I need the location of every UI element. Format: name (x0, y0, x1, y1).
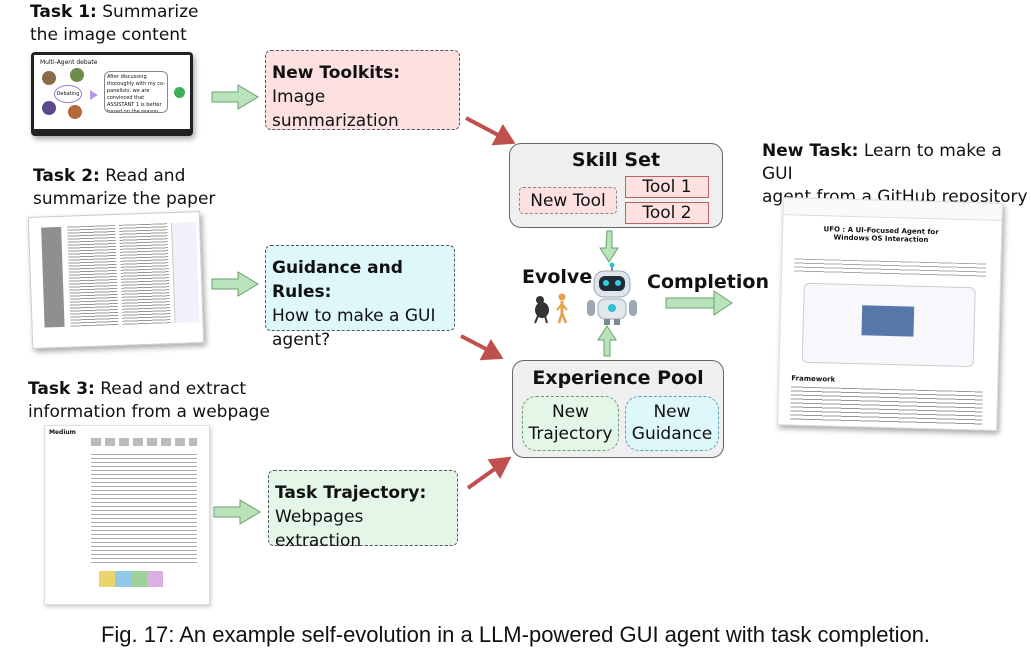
task-3-line2: information from a webpage (28, 402, 270, 422)
tool-1-pill: Tool 1 (625, 176, 709, 198)
red-arrowhead-icon (487, 456, 512, 480)
red-arrowhead-icon (479, 339, 504, 361)
article-figure (99, 571, 163, 587)
arrow-icon (90, 90, 98, 100)
trajectory-box: Task Trajectory: Webpages extraction (268, 470, 458, 551)
red-arrow-icon (460, 334, 489, 352)
new-task-prefix: New Task: (762, 141, 859, 161)
green-arrow-down-icon (599, 230, 619, 263)
red-arrow-icon (466, 466, 498, 490)
new-guidance-line1: New (653, 402, 691, 422)
figure-caption: Fig. 17: An example self-evolution in a … (100, 622, 931, 647)
green-arrow-up-icon (597, 325, 617, 357)
task-1-line1: Summarize (96, 2, 199, 22)
task-2-prefix: Task 2: (33, 166, 100, 186)
task-1-prefix: Task 1: (30, 2, 97, 22)
new-guidance-pill: New Guidance (625, 396, 719, 451)
green-arrow-icon (665, 297, 715, 309)
agent-avatar-icon (68, 105, 82, 119)
guidance-box: Guidance and Rules: How to make a GUI ag… (265, 245, 455, 350)
skill-set-title: Skill Set (571, 149, 661, 171)
check-icon (174, 87, 185, 98)
task-2-line2: summarize the paper (33, 189, 216, 209)
new-tool-pill: New Tool (519, 187, 617, 214)
agent-avatar-icon (70, 68, 84, 82)
completion-label: Completion (647, 271, 769, 293)
guidance-title: Guidance and Rules: (272, 258, 403, 302)
trajectory-body: Webpages extraction (275, 507, 364, 551)
new-trajectory-line1: New (551, 402, 590, 422)
task-3-prefix: Task 3: (28, 379, 95, 399)
guidance-body-line1: How to make a GUI (272, 306, 436, 326)
task-3-thumbnail: Medium (44, 425, 210, 605)
thumbnail-title: Multi-Agent debate (40, 59, 98, 66)
task-3-label: Task 3: Read and extract information fro… (28, 378, 270, 424)
task-2-line1: Read and (99, 166, 186, 186)
agent-avatar-icon (42, 71, 56, 85)
task-1-label: Task 1: Summarize the image content (30, 1, 198, 47)
task-2-label: Task 2: Read and summarize the paper (33, 165, 215, 211)
article-header (91, 438, 197, 446)
guidance-body-line2: agent? (272, 330, 331, 350)
new-guidance-line2: Guidance (631, 424, 713, 444)
site-logo: Medium (49, 429, 76, 436)
new-toolkits-body: Image summarization (272, 87, 399, 131)
red-arrow-icon (465, 116, 501, 138)
new-task-line1: Learn to make a GUI (762, 141, 1002, 184)
evolve-label: Evolve (522, 266, 593, 288)
new-toolkits-box: New Toolkits: Image summarization (265, 50, 460, 131)
robot-icon (587, 262, 637, 325)
skill-set-panel: Skill Set New Tool Tool 1 Tool 2 (509, 143, 723, 228)
experience-pool-title: Experience Pool (532, 367, 704, 389)
trajectory-title: Task Trajectory: (275, 483, 427, 503)
article-body (91, 454, 197, 564)
thumbnail-screen: Multi-Agent debate Debating After discus… (34, 55, 190, 129)
new-trajectory-line2: Trajectory (528, 424, 613, 444)
green-arrow-icon (213, 499, 261, 525)
speech-bubble: After discussing thoroughly with my co-p… (104, 71, 168, 113)
agent-avatar-icon (42, 101, 56, 115)
red-arrowhead-icon (491, 124, 516, 146)
task-1-thumbnail: Multi-Agent debate Debating After discus… (31, 52, 193, 136)
green-arrow-icon (211, 84, 259, 110)
new-toolkits-title: New Toolkits: (272, 63, 401, 83)
task-3-line1: Read and extract (94, 379, 247, 399)
green-arrow-icon (211, 271, 259, 297)
evolution-figures-icon (534, 293, 568, 324)
experience-pool-panel: Experience Pool New Trajectory New Guida… (512, 360, 724, 458)
debate-cycle: Debating (54, 85, 82, 103)
task-1-line2: the image content (30, 25, 187, 45)
tool-2-pill: Tool 2 (625, 202, 709, 224)
new-trajectory-pill: New Trajectory (522, 396, 619, 451)
